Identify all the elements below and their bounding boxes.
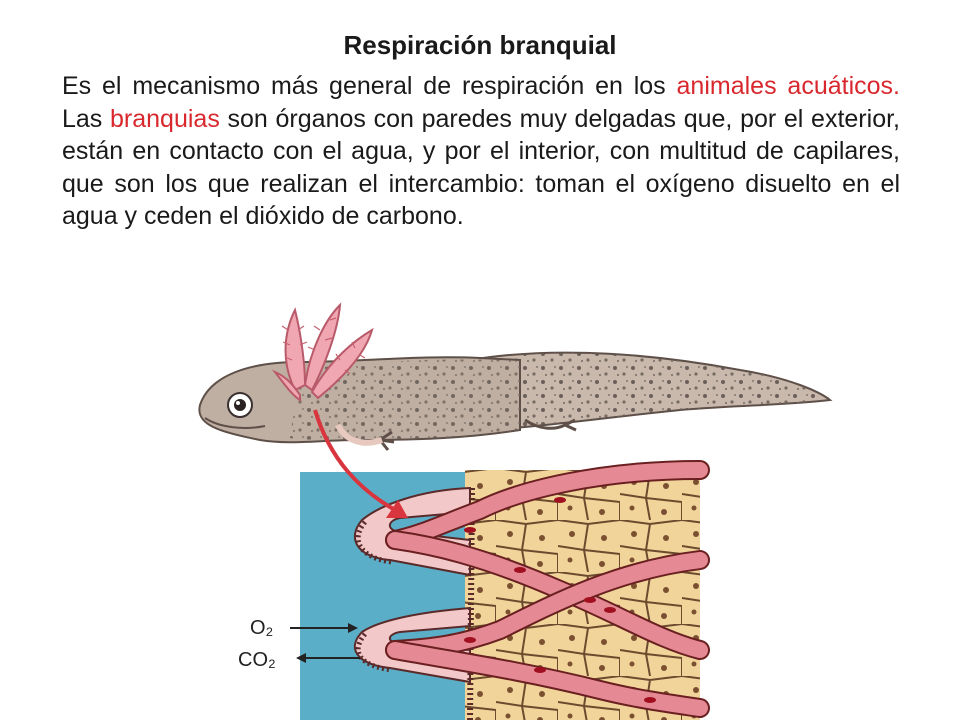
link-animales-acuaticos[interactable]: animales acuáticos.	[676, 72, 900, 100]
body-paragraph: Es el mecanismo más general de respiraci…	[62, 70, 900, 233]
axolotl-hind-leg	[524, 418, 577, 432]
link-branquias[interactable]: branquias	[110, 104, 220, 133]
label-co2: CO₂	[238, 649, 276, 671]
page-title: Respiración branquial	[343, 30, 617, 60]
text-part-3: son órganos con paredes muy delgadas que…	[62, 104, 900, 231]
blood-vessels	[385, 460, 710, 718]
zoom-arrow	[313, 409, 396, 512]
gill-illustration: O₂ CO₂	[198, 302, 833, 720]
external-gills	[271, 302, 374, 402]
label-o2: O₂	[250, 617, 273, 639]
text-part-2: Las	[62, 104, 111, 133]
text-part-1: Es el mecanismo más general de respiraci…	[62, 72, 677, 100]
